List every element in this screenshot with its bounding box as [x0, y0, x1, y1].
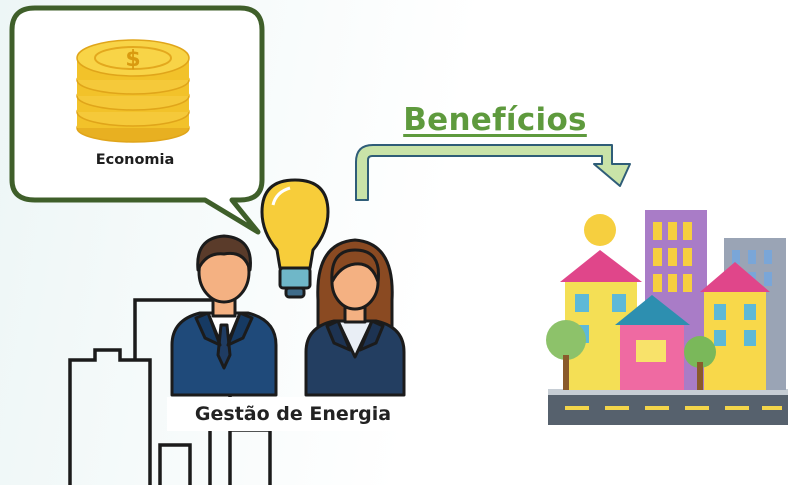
- road-markings: [565, 406, 782, 410]
- svg-text:$: $: [125, 47, 140, 72]
- roof-right: [700, 262, 770, 292]
- roof-blue: [615, 295, 690, 325]
- beneficios-label: Benefícios: [403, 102, 587, 138]
- roof-pink: [560, 250, 642, 282]
- tree-right: [684, 336, 716, 368]
- tree-left: [546, 320, 586, 360]
- sun: [584, 214, 616, 246]
- gestao-de-energia-caption: Gestão de Energia: [167, 397, 419, 431]
- economia-label: Economia: [95, 152, 175, 168]
- house-right: [704, 292, 766, 390]
